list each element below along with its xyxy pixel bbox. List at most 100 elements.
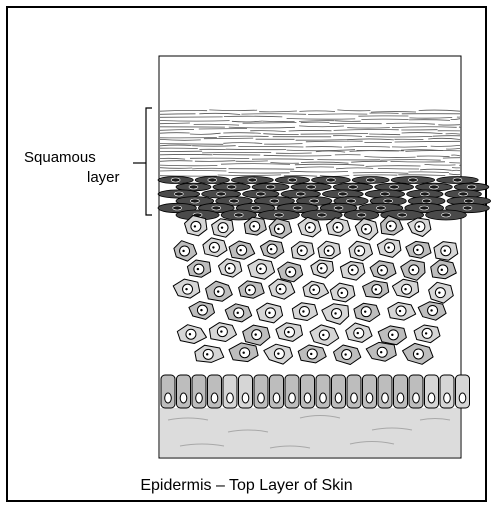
cell-nucleus xyxy=(248,178,257,182)
nucleolus xyxy=(336,226,338,228)
cell-nucleus xyxy=(289,393,296,403)
nucleolus xyxy=(221,226,223,228)
cell-nucleus xyxy=(348,185,357,189)
cell-nucleus xyxy=(196,393,203,403)
nucleolus xyxy=(310,353,312,355)
cell-nucleus xyxy=(420,192,429,196)
cell-nucleus xyxy=(351,393,358,403)
figure-caption: Epidermis – Top Layer of Skin xyxy=(0,477,493,495)
nucleolus xyxy=(288,271,290,273)
nucleolus xyxy=(212,246,214,248)
cell-nucleus xyxy=(453,178,462,182)
cell-nucleus xyxy=(408,178,417,182)
cell-nucleus xyxy=(251,206,260,210)
nucleolus xyxy=(341,292,343,294)
cell-nucleus xyxy=(326,178,335,182)
nucleolus xyxy=(185,288,187,290)
cell-nucleus xyxy=(173,206,182,210)
cell-nucleus xyxy=(230,199,239,203)
cell-nucleus xyxy=(256,192,265,196)
nucleolus xyxy=(412,269,414,271)
nucleolus xyxy=(277,228,279,230)
nucleolus xyxy=(206,353,208,355)
nucleolus xyxy=(194,225,196,227)
nucleolus xyxy=(441,269,443,271)
nucleolus xyxy=(217,290,219,292)
cell-nucleus xyxy=(171,178,180,182)
cell-nucleus xyxy=(258,393,265,403)
cell-nucleus xyxy=(317,213,326,217)
nucleolus xyxy=(327,250,329,252)
cell-nucleus xyxy=(464,199,473,203)
nucleolus xyxy=(268,312,270,314)
nucleolus xyxy=(387,246,389,248)
cell-nucleus xyxy=(296,192,305,196)
nucleolus xyxy=(220,330,222,332)
nucleolus xyxy=(279,288,281,290)
cell-nucleus xyxy=(266,185,275,189)
cell-nucleus xyxy=(428,393,435,403)
cell-nucleus xyxy=(338,192,347,196)
nucleolus xyxy=(364,310,366,312)
cell-nucleus xyxy=(422,199,431,203)
nucleolus xyxy=(425,332,427,334)
squamous-label-line1: Squamous xyxy=(24,149,96,166)
nucleolus xyxy=(364,228,366,230)
cell-nucleus xyxy=(304,393,311,403)
nucleolus xyxy=(200,309,202,311)
cell-nucleus xyxy=(234,213,243,217)
cell-nucleus xyxy=(334,206,343,210)
nucleolus xyxy=(404,288,406,290)
cell-nucleus xyxy=(380,192,389,196)
nucleolus xyxy=(389,225,391,227)
nucleolus xyxy=(270,248,272,250)
nucleolus xyxy=(300,249,302,251)
nucleolus xyxy=(334,312,336,314)
cell-nucleus xyxy=(397,393,404,403)
nucleolus xyxy=(302,310,304,312)
cell-nucleus xyxy=(366,178,375,182)
nucleolus xyxy=(237,312,239,314)
cell-nucleus xyxy=(273,393,280,403)
nucleolus xyxy=(357,332,359,334)
nucleolus xyxy=(438,291,440,293)
nucleolus xyxy=(248,289,250,291)
nucleolus xyxy=(182,250,184,252)
nucleolus xyxy=(197,268,199,270)
cell-nucleus xyxy=(320,393,327,403)
cell-nucleus xyxy=(288,178,297,182)
nucleolus xyxy=(189,333,191,335)
cell-nucleus xyxy=(165,393,172,403)
cell-nucleus xyxy=(180,393,187,403)
nucleolus xyxy=(357,250,359,252)
cell-nucleus xyxy=(227,185,236,189)
cell-nucleus xyxy=(208,178,217,182)
nucleolus xyxy=(418,225,420,227)
cell-nucleus xyxy=(467,185,476,189)
cell-nucleus xyxy=(382,393,389,403)
cell-nucleus xyxy=(270,199,279,203)
squamous-label-line2: layer xyxy=(87,169,120,186)
cell-nucleus xyxy=(463,206,472,210)
cell-nucleus xyxy=(217,192,226,196)
cell-nucleus xyxy=(274,213,283,217)
cell-nucleus xyxy=(347,199,356,203)
nucleolus xyxy=(312,289,314,291)
cell-nucleus xyxy=(413,393,420,403)
nucleolus xyxy=(380,351,382,353)
cell-nucleus xyxy=(227,393,234,403)
cell-nucleus xyxy=(242,393,249,403)
cell-nucleus xyxy=(442,213,451,217)
cell-nucleus xyxy=(174,192,183,196)
nucleolus xyxy=(416,249,418,251)
cell-nucleus xyxy=(366,393,373,403)
squamous-bracket xyxy=(146,108,152,215)
cell-nucleus xyxy=(459,393,466,403)
cell-nucleus xyxy=(420,206,429,210)
cell-nucleus xyxy=(357,213,366,217)
nucleolus xyxy=(391,334,393,336)
cell-nucleus xyxy=(459,192,468,196)
cell-nucleus xyxy=(390,185,399,189)
cell-nucleus xyxy=(376,206,385,210)
nucleolus xyxy=(444,250,446,252)
